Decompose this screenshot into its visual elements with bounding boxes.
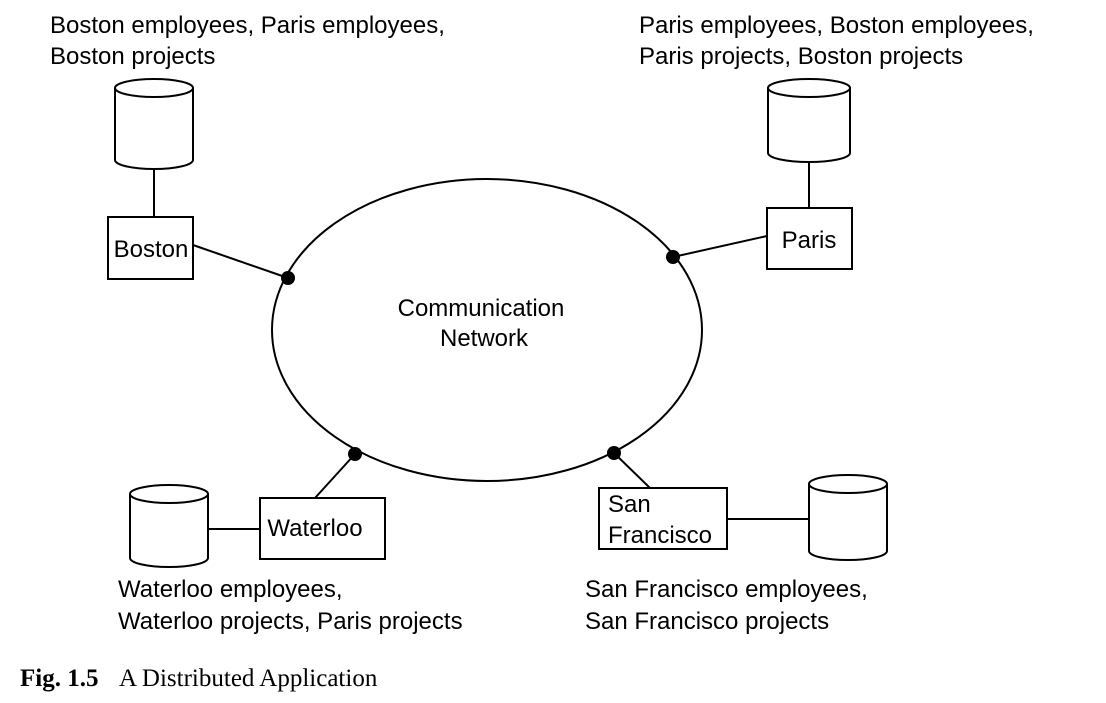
san-francisco-node	[598, 487, 728, 550]
paris-data-line2: Paris projects, Boston projects	[639, 43, 963, 70]
boston-data-line2: Boston projects	[50, 43, 215, 70]
boston-connection-point	[281, 271, 295, 285]
paris-database-icon	[767, 78, 851, 163]
site-boston: Boston employees, Paris employees, Bosto…	[50, 12, 445, 285]
waterloo-network-link	[314, 453, 356, 499]
paris-data-line1: Paris employees, Boston employees,	[639, 12, 1034, 39]
san-francisco-data-line2: San Francisco projects	[585, 608, 829, 635]
caption-text: A Distributed Application	[119, 665, 378, 692]
waterloo-data-line2: Waterloo projects, Paris projects	[118, 608, 463, 635]
site-paris: Paris employees, Boston employees, Paris…	[639, 12, 1034, 270]
waterloo-node-label: Waterloo	[267, 515, 362, 542]
site-waterloo: Waterloo Waterloo employees, Waterloo pr…	[118, 447, 463, 635]
paris-node	[766, 207, 853, 270]
san-francisco-database-icon	[808, 474, 888, 561]
boston-node-label: Boston	[114, 236, 189, 263]
waterloo-database-icon	[129, 484, 209, 568]
paris-node-label: Paris	[782, 227, 837, 254]
boston-node	[107, 216, 194, 280]
paris-connection-point	[666, 250, 680, 264]
network-label-line2: Network	[440, 325, 529, 352]
boston-data-line1: Boston employees, Paris employees,	[50, 12, 445, 39]
san-francisco-node-label-line2: Francisco	[608, 522, 712, 549]
boston-database-icon	[114, 78, 194, 170]
caption-label: Fig. 1.5	[20, 665, 98, 692]
network-ring	[271, 178, 703, 482]
san-francisco-network-link	[613, 452, 651, 489]
boston-network-link	[192, 244, 289, 279]
san-francisco-node-label-line1: San	[608, 491, 651, 518]
communication-network: Communication Network	[271, 178, 703, 482]
site-san-francisco: San Francisco San Francisco employees, S…	[585, 446, 888, 635]
network-label-line1: Communication	[398, 295, 565, 322]
waterloo-node	[259, 497, 386, 560]
figure-caption: Fig. 1.5 A Distributed Application	[20, 665, 378, 692]
san-francisco-data-line1: San Francisco employees,	[585, 576, 868, 603]
paris-network-link	[672, 235, 768, 258]
waterloo-data-line1: Waterloo employees,	[118, 576, 343, 603]
